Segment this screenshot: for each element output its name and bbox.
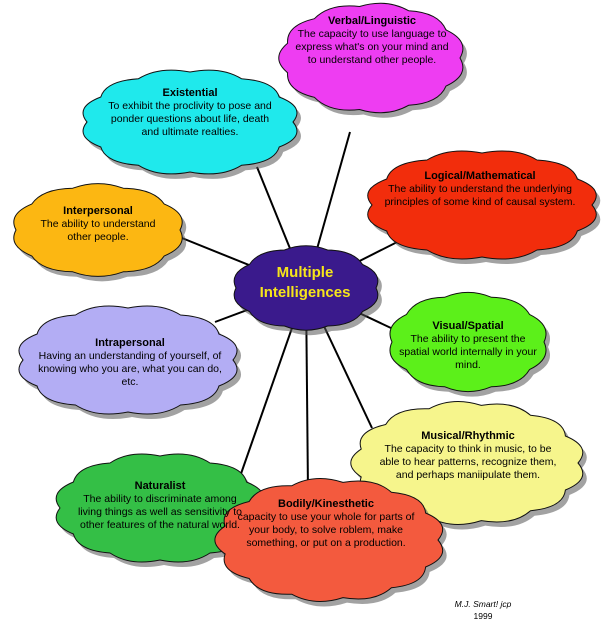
cloud-bodily <box>214 478 444 602</box>
cloud-naturalist <box>55 453 265 563</box>
node-title: Existential <box>162 87 218 99</box>
cloud-existential <box>82 69 298 175</box>
cloud-verbal <box>278 2 464 114</box>
node-title: Naturalist <box>134 480 186 492</box>
node-description: capacity to use your whole for parts of … <box>237 511 415 549</box>
node-description: To exhibit the proclivity to pose and po… <box>108 100 272 138</box>
node-description: The ability to present the spatial world… <box>399 333 537 371</box>
node-description: Having an understanding of yourself, of … <box>38 350 222 388</box>
node-title: Verbal/Linguistic <box>327 15 417 27</box>
cloud-musical <box>350 401 584 525</box>
cloud-shapes <box>13 2 601 607</box>
credit-author: M.J. Smart! jcp <box>454 599 512 609</box>
cloud-center <box>233 245 379 331</box>
center-title-line1: Multiple <box>276 264 334 281</box>
credit-year: 1999 <box>473 611 493 621</box>
node-description: The ability to understand other people. <box>40 218 156 243</box>
node-title: Bodily/Kinesthetic <box>278 498 374 510</box>
cloud-logical <box>367 150 597 260</box>
node-title: Logical/Mathematical <box>424 170 536 182</box>
node-title: Interpersonal <box>63 205 133 217</box>
author-credit: M.J. Smart! jcp 1999 <box>418 598 548 622</box>
node-title: Musical/Rhythmic <box>421 430 515 442</box>
node-title: Intrapersonal <box>95 337 165 349</box>
node-description: The ability to discriminate among living… <box>78 493 242 531</box>
center-title: Multiple Intelligences <box>240 263 370 303</box>
node-description: The ability to understand the underlying… <box>384 183 576 208</box>
center-title-line2: Intelligences <box>259 284 351 301</box>
cloud-interpersonal <box>13 183 183 277</box>
node-description: The capacity to use language to express … <box>295 28 449 66</box>
cloud-intrapersonal <box>18 305 238 415</box>
cloud-visual <box>389 291 547 393</box>
node-description: The capacity to think in music, to be ab… <box>379 443 557 481</box>
node-title: Visual/Spatial <box>432 320 504 332</box>
center-cloud <box>233 245 382 336</box>
